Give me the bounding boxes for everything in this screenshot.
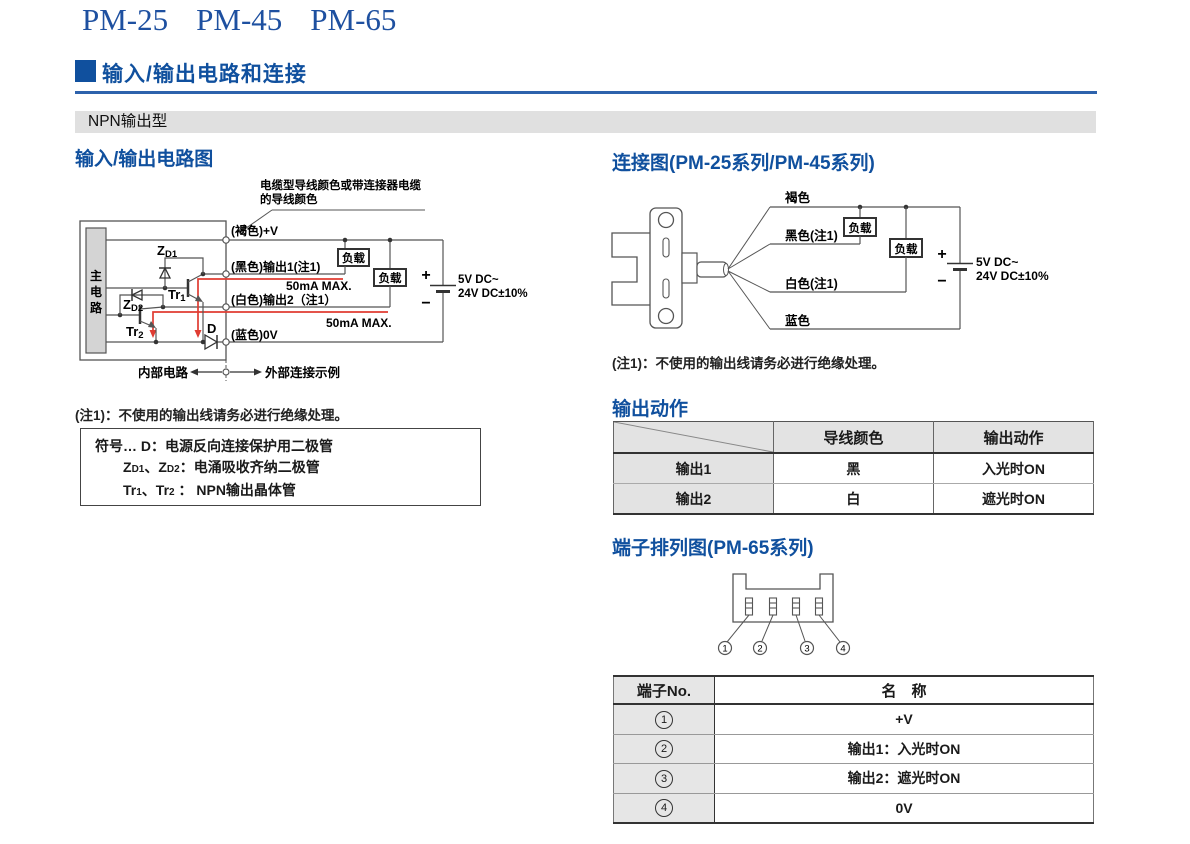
table-row: 2 输出1：入光时ON: [613, 734, 1094, 764]
terminal-name-cell: +V: [714, 704, 1094, 735]
table-row: 3 输出2：遮光时ON: [613, 763, 1094, 794]
tr2-label: Tr2: [126, 324, 144, 341]
cable-note-line1: 电缆型导线颜色或带连接器电缆: [260, 178, 421, 192]
load-label-1: 负载: [849, 221, 872, 235]
section-square-icon: [75, 60, 96, 82]
io-circuit-heading: 输入/输出电路图: [75, 149, 214, 170]
terminal-no-cell: 2: [613, 734, 715, 764]
table-row: 输出1 黑 入光时ON: [613, 453, 1095, 484]
load-label-1: 负载: [342, 251, 365, 265]
table-row: 1 +V: [613, 704, 1094, 735]
col-header-terminal-no: 端子No.: [613, 675, 715, 705]
model-name: PM-25: [82, 2, 169, 37]
battery-minus: −: [937, 273, 946, 290]
zd1-label: ZD1: [157, 243, 178, 260]
internal-circuit-label: 内部电路: [138, 365, 189, 380]
terminal-name-cell: 输出1：入光时ON: [714, 734, 1094, 764]
supply-voltage-1: 5V DC~: [976, 255, 1018, 269]
ma-max-1: 50mA MAX.: [286, 279, 352, 293]
terminal-no-cell: 1: [613, 704, 715, 735]
diagonal-cell: [613, 421, 774, 454]
load-box-1: [337, 248, 370, 267]
terminal-no-cell: 4: [613, 793, 715, 824]
model-name: PM-45: [196, 2, 283, 37]
main-circuit-box: [85, 227, 107, 354]
terminal-connector-diagram: 1 2 3 4: [717, 573, 851, 656]
main-circuit-char: 主: [90, 268, 102, 283]
wire-black-label: 黑色(注1): [785, 228, 838, 243]
col-header-output-action: 输出动作: [932, 421, 1095, 454]
table-row: 输出2 白 遮光时ON: [613, 483, 1095, 515]
battery-minus: −: [421, 295, 430, 312]
symbol-line3: Tr1、Tr2 ： NPN输出晶体管: [123, 482, 296, 498]
page-title: PM-25 PM-45 PM-65: [82, 2, 424, 38]
supply-voltage-2: 24V DC±10%: [976, 269, 1049, 283]
model-name: PM-65: [310, 2, 397, 37]
terminal-name-cell: 输出2：遮光时ON: [714, 763, 1094, 794]
right-note1: (注1)：不使用的输出线请务必进行绝缘处理。: [612, 356, 885, 371]
pin-number-3: 3: [804, 644, 809, 655]
wire-label-black: (黑色)输出1(注1): [231, 259, 320, 274]
col-header-name: 名 称: [714, 675, 1094, 705]
terminal-layout-heading: 端子排列图(PM-65系列): [612, 538, 814, 559]
d-label: D: [207, 321, 216, 336]
col-header-wire-color: 导线颜色: [772, 421, 934, 454]
main-circuit-char: 路: [90, 300, 103, 315]
table-row: 4 0V: [613, 793, 1094, 824]
wire-label-white: (白色)输出2（注1）: [231, 292, 336, 307]
connection-diagram-heading: 连接图(PM-25系列/PM-45系列): [612, 153, 875, 174]
cable-note-line2: 的导线颜色: [260, 192, 318, 206]
ma-max-2: 50mA MAX.: [326, 316, 392, 330]
left-note1: (注1)：不使用的输出线请务必进行绝缘处理。: [75, 408, 348, 423]
supply-voltage-2: 24V DC±10%: [458, 288, 528, 300]
output-action-cell: 入光时ON: [932, 453, 1095, 484]
terminal-name-cell: 0V: [714, 793, 1094, 824]
pin-number-2: 2: [757, 644, 762, 655]
external-connection-label: 外部连接示例: [264, 365, 340, 380]
main-circuit-char: 电: [90, 284, 102, 299]
supply-voltage-1: 5V DC~: [458, 274, 499, 286]
load-label-2: 负载: [379, 271, 402, 285]
section-heading: 输入/输出电路和连接: [102, 63, 307, 86]
terminal-table: 端子No. 名 称 1 +V 2 输出1：入光时ON 3 输出2：遮光时ON 4…: [613, 675, 1094, 824]
zd2-label: ZD2: [123, 297, 143, 314]
wire-label-blue: (蓝色)0V: [231, 327, 278, 342]
pin-number-1: 1: [722, 644, 727, 655]
symbol-line1: 符号… D：电源反向连接保护用二极管: [95, 438, 333, 454]
load-label-2: 负载: [895, 242, 918, 256]
npn-type-bar: NPN输出型: [75, 111, 1096, 133]
symbol-legend-box: 符号… D：电源反向连接保护用二极管 ZD1、ZD2：电涌吸收齐纳二极管 Tr1…: [80, 428, 481, 506]
terminal-no-cell: 3: [613, 763, 715, 794]
section-divider: [75, 91, 1097, 94]
row-header: 输出2: [613, 483, 774, 515]
battery-plus: +: [421, 267, 430, 284]
output-action-table: 导线颜色 输出动作 输出1 黑 入光时ON 输出2 白 遮光时ON: [613, 421, 1095, 515]
connection-diagram: 褐色 黑色(注1) 白色(注1) 蓝色 负载 负载 + − 5V DC~ 24V…: [611, 190, 1049, 330]
symbol-line2: ZD1、ZD2：电涌吸收齐纳二极管: [123, 459, 320, 475]
pin-number-4: 4: [840, 644, 845, 655]
output-action-heading: 输出动作: [612, 399, 689, 420]
wire-color-cell: 白: [772, 483, 934, 515]
wire-blue-label: 蓝色: [785, 313, 811, 328]
battery-plus: +: [937, 246, 946, 263]
wire-label-brown: (褐色)+V: [231, 223, 278, 238]
output-action-cell: 遮光时ON: [932, 483, 1095, 515]
io-circuit-diagram: 电缆型导线颜色或带连接器电缆 的导线颜色 主 电 路 + − 5V DC~ 24…: [79, 178, 528, 381]
tr1-label: Tr1: [168, 287, 186, 304]
wire-brown-label: 褐色: [784, 190, 811, 205]
wire-white-label: 白色(注1): [785, 276, 838, 291]
row-header: 输出1: [613, 453, 774, 484]
wire-color-cell: 黑: [772, 453, 934, 484]
